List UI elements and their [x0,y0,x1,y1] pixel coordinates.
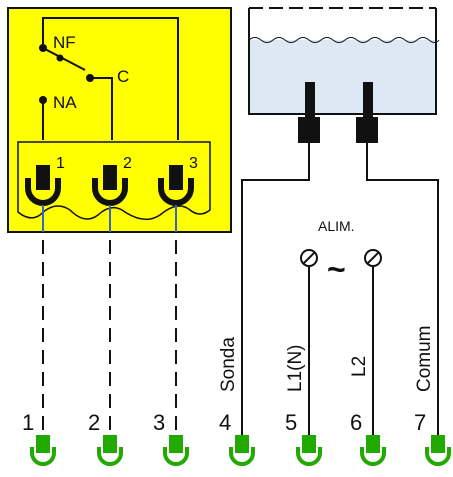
relay-pin-label-2: 2 [123,155,132,172]
terminal-5 [296,433,322,468]
terminal-number-5: 5 [285,410,297,435]
probe-wires [241,143,439,440]
wire-label-l2: L2 [349,356,370,377]
reservoir-liquid [249,40,436,114]
alim-label: ALIM. [318,218,355,234]
label-nf: NF [53,33,76,52]
terminal-2 [97,433,123,468]
relay-pin-leads [42,205,177,232]
terminal-number-3: 3 [153,410,165,435]
terminal-number-7: 7 [414,410,426,435]
terminal-number-2: 2 [88,410,100,435]
relay-pin-label-1: 1 [56,155,65,172]
terminal-number-6: 6 [350,410,362,435]
terminal-7 [425,433,451,468]
wire-label-comum: Comum [414,325,435,392]
relay-pin-label-3: 3 [189,155,198,172]
switch-dot [56,54,64,62]
terminal-1 [30,433,56,468]
terminal-number-4: 4 [219,410,231,435]
terminal-numbers: 1 2 3 4 5 6 7 [22,410,426,435]
ac-tilde: ~ [327,251,346,287]
reservoir [248,7,440,143]
terminal-4 [229,433,255,468]
label-na: NA [53,93,77,112]
relay-module: NF C NA 1 2 3 [7,7,232,233]
terminal-number-1: 1 [22,410,34,435]
probe-right [363,82,373,117]
relay-socket [17,141,211,221]
relay-internal-wiring [42,17,179,140]
na-contact-dot [39,96,47,104]
wire-label-l1n: L1(N) [285,344,306,392]
terminal-strip [30,433,451,468]
label-c: C [117,67,129,86]
terminal-3 [163,433,189,468]
probe-left-holder [298,117,320,143]
probe-left [305,82,315,117]
dashed-links [42,240,177,440]
probe-right-holder [356,117,378,143]
power-supply: ALIM. ~ [300,218,382,440]
c-contact-dot [86,74,94,82]
terminal-6 [360,433,386,468]
reservoir-wall [248,8,437,115]
wire-label-sonda: Sonda [218,337,239,392]
water-surface [248,37,440,43]
nf-contact-dot [39,44,47,52]
